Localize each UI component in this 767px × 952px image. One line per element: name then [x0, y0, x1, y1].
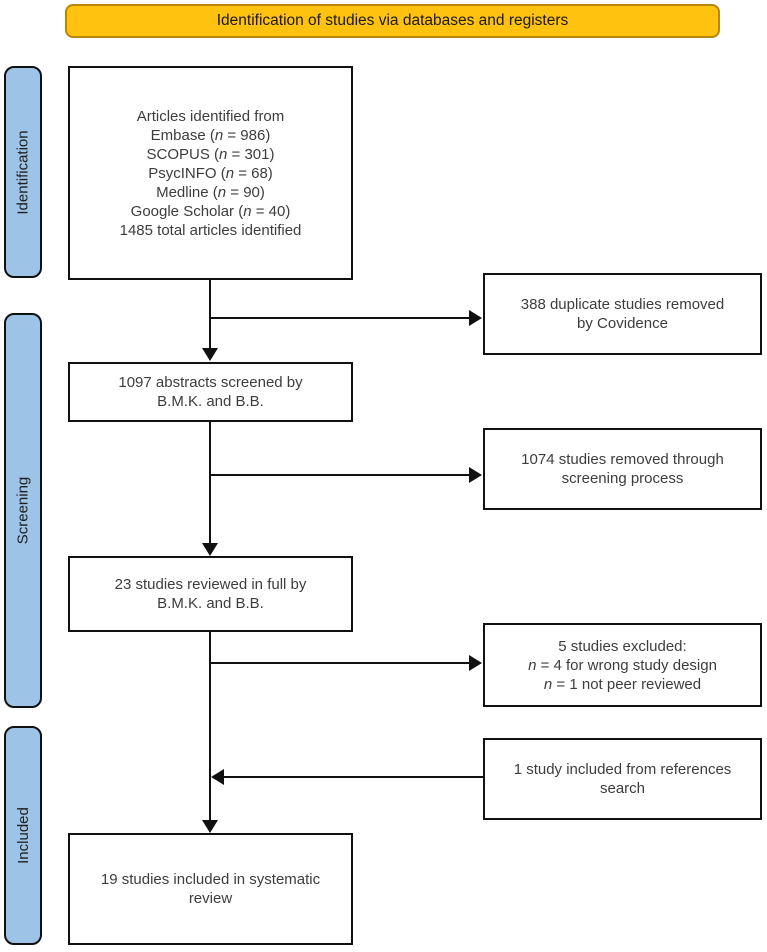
stage-label-included: Included [4, 726, 42, 945]
box-line: 5 studies excluded: [558, 637, 687, 655]
box-line: 23 studies reviewed in full by [114, 576, 307, 593]
box-line: 19 studies included in systematic [100, 871, 321, 888]
arrowhead-right-2 [469, 467, 482, 483]
box-full-text-reviewed: 23 studies reviewed in full by B.M.K. an… [68, 556, 353, 632]
box-line: 1 study included from references [513, 761, 732, 778]
box-line: PsycINFO (n = 68) [148, 164, 273, 182]
box-final-included: 19 studies included in systematic review [68, 833, 353, 945]
stage-label-identification-text: Identification [14, 129, 32, 215]
box-screening-removed: 1074 studies removed through screening p… [483, 428, 762, 510]
box-duplicates-removed: 388 duplicate studies removed by Coviden… [483, 273, 762, 355]
box-studies-excluded: 5 studies excluded: n = 4 for wrong stud… [483, 623, 762, 707]
arrowhead-down-2 [202, 543, 218, 556]
box-line: 1097 abstracts screened by [118, 374, 303, 391]
box-line: review [188, 890, 233, 907]
banner-title: Identification of studies via databases … [65, 4, 720, 38]
box-abstracts-screened: 1097 abstracts screened by B.M.K. and B.… [68, 362, 353, 422]
box-line: B.M.K. and B.B. [157, 595, 264, 612]
stage-label-included-text: Included [14, 807, 32, 864]
box-line: n = 1 not peer reviewed [543, 675, 702, 693]
arrowhead-left-1 [211, 769, 224, 785]
arrowhead-down-3 [202, 820, 218, 833]
box-line: screening process [561, 470, 684, 487]
arrowhead-right-1 [469, 310, 482, 326]
stage-label-screening: Screening [4, 313, 42, 708]
box-line: 1074 studies removed through [521, 451, 724, 468]
box-references-included: 1 study included from references search [483, 738, 762, 820]
stage-label-identification: Identification [4, 66, 42, 278]
box-line: 388 duplicate studies removed [520, 296, 725, 313]
arrowhead-down-1 [202, 348, 218, 361]
stage-label-screening-text: Screening [14, 476, 32, 545]
box-line: n = 4 for wrong study design [528, 656, 717, 674]
box-line: B.M.K. and B.B. [157, 393, 264, 410]
box-line: Google Scholar (n = 40) [130, 202, 291, 220]
box-line: Medline (n = 90) [156, 183, 265, 201]
box-line: Embase (n = 986) [150, 126, 271, 144]
box-line: Articles identified from [136, 107, 285, 125]
box-line: SCOPUS (n = 301) [146, 145, 275, 163]
box-line: 1485 total articles identified [119, 221, 302, 239]
box-line: search [599, 780, 646, 797]
box-articles-identified: Articles identified from Embase (n = 986… [68, 66, 353, 280]
arrowhead-right-3 [469, 655, 482, 671]
box-line: by Covidence [577, 315, 668, 332]
